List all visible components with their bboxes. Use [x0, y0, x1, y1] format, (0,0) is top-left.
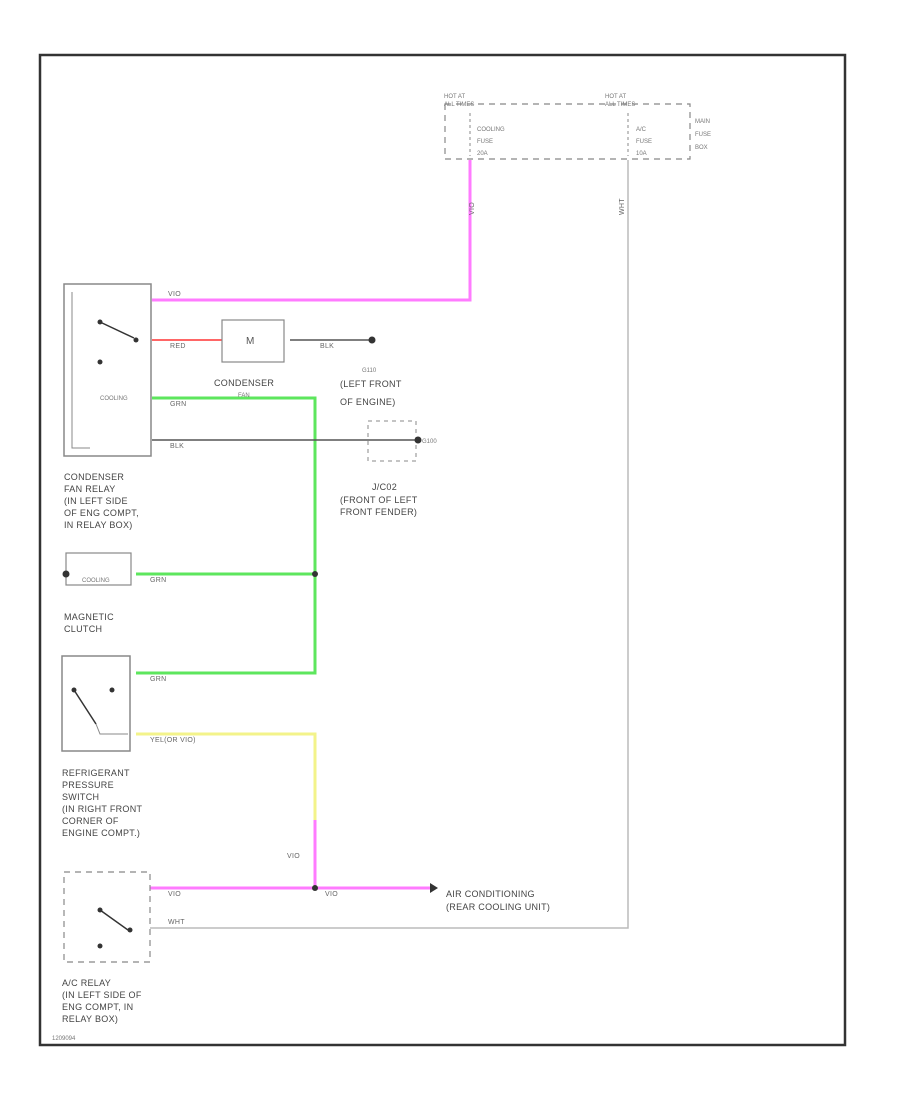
splice-grn — [312, 571, 318, 577]
fuse-box-label-2: FUSE — [695, 132, 711, 138]
fan-relay-inner-label: COOLING — [100, 396, 128, 402]
wire-label-blk-fan: BLK — [320, 343, 334, 350]
wire-label-red: RED — [170, 343, 186, 350]
ac-relay-switch — [99, 909, 129, 931]
clutch-label-1: MAGNETIC — [64, 612, 114, 622]
wire-label-vio-relay: VIO — [168, 891, 181, 898]
fuse-box-label-3: BOX — [695, 145, 708, 151]
ac-relay-label-2: (IN LEFT SIDE OF — [62, 990, 142, 1000]
fuse-box-outline — [444, 103, 691, 160]
ac-relay-outline — [63, 871, 151, 963]
ac-unit-label-1: AIR CONDITIONING — [446, 889, 535, 899]
pressure-switch-label-5: CORNER OF — [62, 816, 119, 826]
wire-label-vio-out: VIO — [325, 891, 338, 898]
fan-relay-label-2: FAN RELAY — [64, 484, 116, 494]
pressure-switch-outline — [61, 655, 131, 752]
fan-relay-label-4: OF ENG COMPT, — [64, 508, 139, 518]
wire-label-wht-relay: WHT — [168, 919, 185, 926]
cooling-fuse-label-3: 20A — [477, 151, 488, 157]
clutch-inner-label: COOLING — [82, 578, 110, 584]
fan-motor-label-2: FAN — [238, 393, 250, 399]
fan-motor-symbol: M — [246, 336, 254, 347]
fan-motor-label-1: CONDENSER — [214, 378, 274, 388]
g110-label-3: OF ENGINE) — [340, 397, 396, 407]
wire-label-vio-vertical: VIO — [469, 202, 476, 215]
wire-wht-ac-relay — [150, 160, 629, 929]
ac-relay-label-4: RELAY BOX) — [62, 1014, 118, 1024]
ac-fuse-label-1: A/C — [636, 127, 647, 133]
g110-label-1: G110 — [362, 368, 377, 374]
cooling-fuse-label-1: COOLING — [477, 127, 505, 133]
pressure-switch-label-3: SWITCH — [62, 792, 99, 802]
wire-label-wht-vertical: WHT — [619, 198, 626, 215]
ground-g110-dot — [368, 336, 376, 344]
pressure-switch-label-2: PRESSURE — [62, 780, 114, 790]
wire-label-yel: YEL(OR VIO) — [150, 737, 196, 744]
hot-label-right-2: ALL TIMES — [605, 102, 635, 108]
wire-label-vio-mid: VIO — [287, 853, 300, 860]
wire-label-grn-switch: GRN — [150, 676, 166, 683]
pressure-switch-label-1: REFRIGERANT — [62, 768, 130, 778]
wire-label-grn-clutch: GRN — [150, 577, 166, 584]
clutch-label-2: CLUTCH — [64, 624, 102, 634]
clutch-outline — [65, 552, 132, 586]
wire-yel — [136, 732, 317, 820]
hot-label-right-1: HOT AT — [605, 94, 626, 100]
fan-relay-label-5: IN RELAY BOX) — [64, 520, 133, 530]
fan-relay-outline — [63, 283, 152, 457]
fan-relay-inner — [71, 292, 90, 449]
fan-relay-switch — [99, 321, 135, 339]
wire-grn-main — [136, 396, 317, 675]
condenser-fan-motor: M CONDENSER FAN — [214, 319, 285, 399]
fuse-box-label-1: MAIN — [695, 119, 710, 125]
pressure-switch-label-6: ENGINE COMPT.) — [62, 828, 140, 838]
wire-label-grn-top: GRN — [170, 401, 186, 408]
wire-label-blk-ground: BLK — [170, 443, 184, 450]
label-g100: G100 — [422, 439, 437, 445]
refrigerant-pressure-switch: REFRIGERANT PRESSURE SWITCH (IN RIGHT FR… — [61, 655, 143, 838]
ac-relay-label-1: A/C RELAY — [62, 978, 111, 988]
diagram-frame — [38, 53, 847, 1047]
jc02-outline — [367, 420, 417, 462]
g110-label-2: (LEFT FRONT — [340, 379, 402, 389]
ac-unit-arrow — [430, 883, 438, 893]
fan-relay-label-3: (IN LEFT SIDE — [64, 496, 128, 506]
wire-label-vio-top: VIO — [168, 291, 181, 298]
condenser-fan-relay: COOLING — [63, 283, 152, 457]
fan-relay-label-1: CONDENSER — [64, 472, 124, 482]
jc02-label-1: J/C02 — [372, 482, 397, 492]
fan-motor-outline — [221, 319, 285, 363]
hot-label-left-2: ALL TIMES — [444, 102, 474, 108]
hot-label-left-1: HOT AT — [444, 94, 465, 100]
pressure-switch-label-4: (IN RIGHT FRONT — [62, 804, 143, 814]
clutch-ground-dot — [62, 570, 70, 578]
magnetic-clutch: COOLING MAGNETIC CLUTCH — [62, 552, 132, 634]
jc02-label-2: (FRONT OF LEFT — [340, 495, 418, 505]
ac-relay-label-3: ENG COMPT, IN — [62, 1002, 133, 1012]
ac-fuse-label-3: 10A — [636, 151, 647, 157]
ac-relay: A/C RELAY (IN LEFT SIDE OF ENG COMPT, IN… — [62, 871, 151, 1024]
ac-fuse-label-2: FUSE — [636, 139, 652, 145]
ac-unit-label-2: (REAR COOLING UNIT) — [446, 902, 550, 912]
figure-id: 1209094 — [52, 1036, 76, 1042]
pressure-switch-contact — [73, 689, 97, 725]
ground-g100-dot — [414, 436, 422, 444]
jc02-label-3: FRONT FENDER) — [340, 507, 417, 517]
cooling-fuse-label-2: FUSE — [477, 139, 493, 145]
splice-vio — [312, 885, 318, 891]
wire-vio-fan-relay — [152, 160, 472, 302]
main-fuse-box: HOT AT ALL TIMES HOT AT ALL TIMES COOLIN… — [444, 94, 711, 160]
